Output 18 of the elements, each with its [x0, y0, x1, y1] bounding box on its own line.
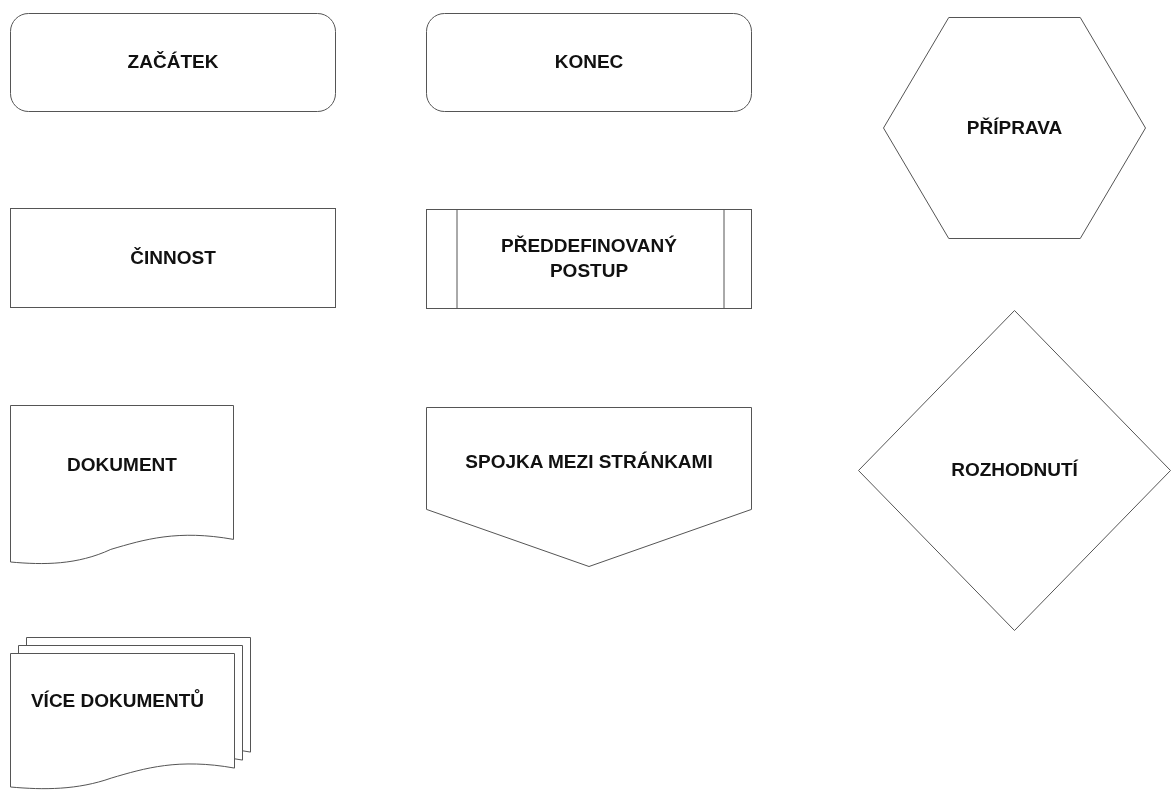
- shape-label: KONEC: [554, 50, 624, 75]
- shape-label: PŘEDDEFINOVANÝ POSTUP: [500, 234, 678, 283]
- preparation-hexagon: [883, 17, 1146, 239]
- terminator-box: [426, 13, 752, 112]
- shape-label: VÍCE DOKUMENTŮ: [30, 689, 205, 714]
- terminator-box: [10, 13, 336, 112]
- shape-label: ROZHODNUTÍ: [951, 458, 1078, 483]
- shape-label: ZAČÁTEK: [127, 50, 219, 75]
- shape-label: DOKUMENT: [67, 452, 177, 477]
- shape-label: PŘÍPRAVA: [966, 115, 1063, 140]
- decision-diamond: [858, 310, 1171, 631]
- process-box: [10, 208, 336, 308]
- document-shape: [10, 405, 234, 565]
- shape-label: ČINNOST: [130, 245, 216, 270]
- off-page-connector: [426, 407, 752, 567]
- multiple-documents-shape: [10, 637, 251, 790]
- predefined-process-box: [426, 209, 752, 309]
- shape-label: SPOJKA MEZI STRÁNKAMI: [465, 449, 713, 474]
